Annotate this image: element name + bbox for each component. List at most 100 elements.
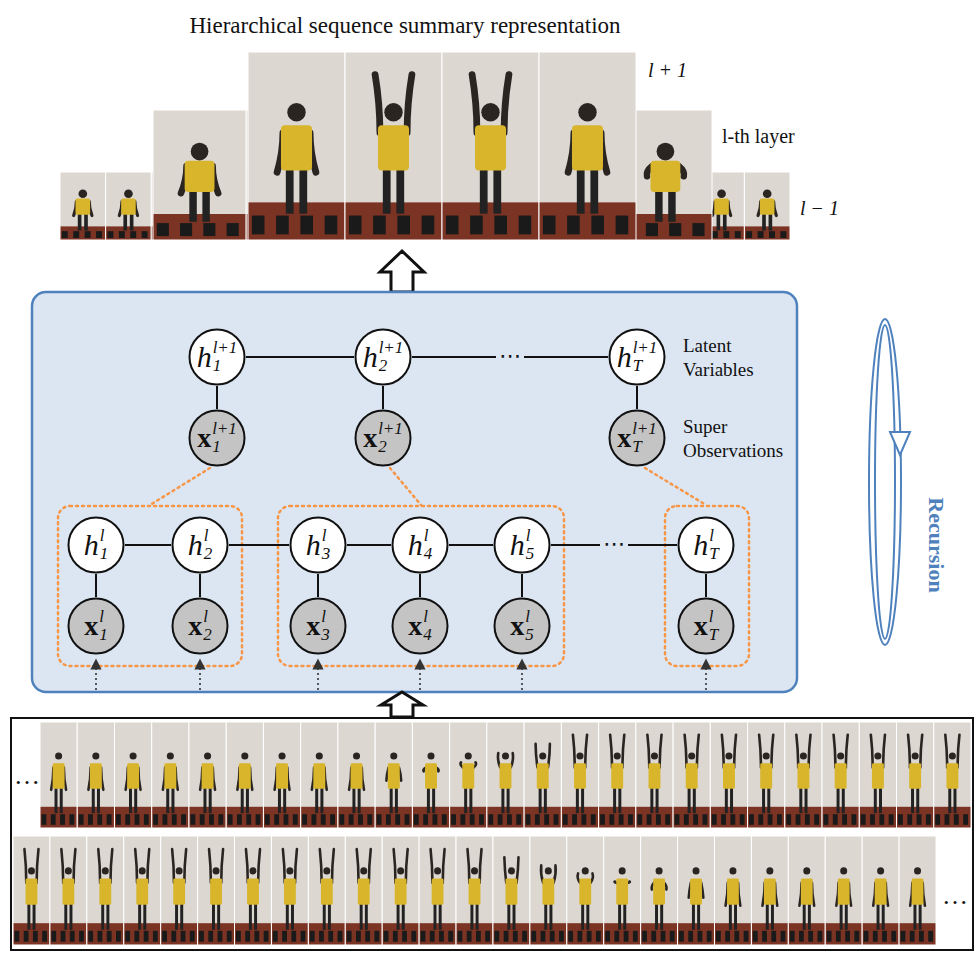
floor-tile [339,814,344,825]
floor-tile [928,931,933,942]
frame-border [862,836,899,945]
figure-vest [500,763,512,788]
video-frame [198,836,235,945]
frame-border [822,722,859,828]
figure-arm [573,735,575,768]
floor-tile [600,814,605,825]
frame-floor [114,807,151,828]
figure-vest [760,199,775,215]
frame-border [673,722,710,828]
frame-floor [673,807,710,828]
frame-wall [751,836,788,945]
floor-tile [550,931,555,942]
floor-tile [153,814,158,825]
floor-tile [51,814,56,825]
frame-wall [785,722,822,828]
frame-border [308,836,345,945]
floor-tile [833,814,838,825]
figure-arm [37,849,39,883]
frame-wall [50,836,87,945]
figure-head [840,867,847,874]
node-label: xl1 [84,608,108,644]
latent-node: hl+12 [354,328,412,386]
floor-tile [919,931,924,942]
figure-vest [909,763,921,788]
figure-arm [406,849,408,883]
node-outline [495,518,550,573]
figure-head [508,867,515,874]
figure-head [65,867,72,874]
node-label: xl+12 [363,420,403,456]
figure-head [877,867,884,874]
floor-tile [116,814,121,825]
figure-arm [759,735,761,768]
figure-head [949,752,956,759]
node-label: xl4 [408,608,432,644]
floor-tile [786,814,791,825]
floor-tile [873,931,878,942]
floor-tile [14,931,19,942]
input-arrow [419,664,421,690]
frame-border [345,52,442,240]
video-frame [599,722,636,828]
video-frame [822,722,859,828]
floor-tile [218,931,223,942]
figure-vest [872,763,884,788]
frame-border [859,722,896,828]
floor-tile [498,814,503,825]
frame-wall [456,836,493,945]
video-frame [561,722,598,828]
figure-arm [209,849,211,883]
floor-tile [338,931,343,942]
floor-tile [591,216,604,235]
node-outline [173,599,228,654]
frame-border [641,836,678,945]
node-label: xl2 [188,608,212,644]
frame-floor [530,923,567,945]
frame-wall [153,110,246,240]
floor-tile [935,814,940,825]
floor-tile [367,814,372,825]
floor-tile [190,931,195,942]
figure-vest [838,879,850,905]
figure-vest [247,879,259,905]
floor-tile [642,931,647,942]
floor-tile [889,814,894,825]
layer-superscript: l [321,608,330,626]
floor-tile [559,931,564,942]
frame-floor [751,923,788,945]
frame-wall [788,836,825,945]
video-frame [714,836,751,945]
floor-tile [637,814,642,825]
frame-floor [785,807,822,828]
floor-tile [780,231,786,238]
frame-floor [604,923,641,945]
floor-tile [423,814,428,825]
frame-wall [636,722,673,828]
video-frame [153,110,246,240]
floor-tile [476,931,481,942]
floor-tile [675,814,680,825]
floor-tile [504,931,509,942]
floor-tile [190,814,195,825]
node-outline [393,518,448,573]
figure-arm [357,849,359,883]
figure-arm [622,735,624,768]
frame-wall [412,722,449,828]
frame-border [114,722,151,828]
frame-floor [345,923,382,945]
row-label: Latent Variables [683,334,793,382]
figure-head [545,867,552,874]
floor-tile [358,814,363,825]
group-outline [278,506,564,666]
time-subscript: 2 [203,626,212,644]
group-leader [390,468,421,505]
floor-tile [397,216,410,235]
figure-arm [147,849,149,883]
frame-wall [748,722,785,828]
floor-tile [300,216,313,235]
floor-tile [712,231,718,238]
frame-border [248,52,345,240]
floor-tile [98,931,103,942]
floor-tile [88,931,93,942]
